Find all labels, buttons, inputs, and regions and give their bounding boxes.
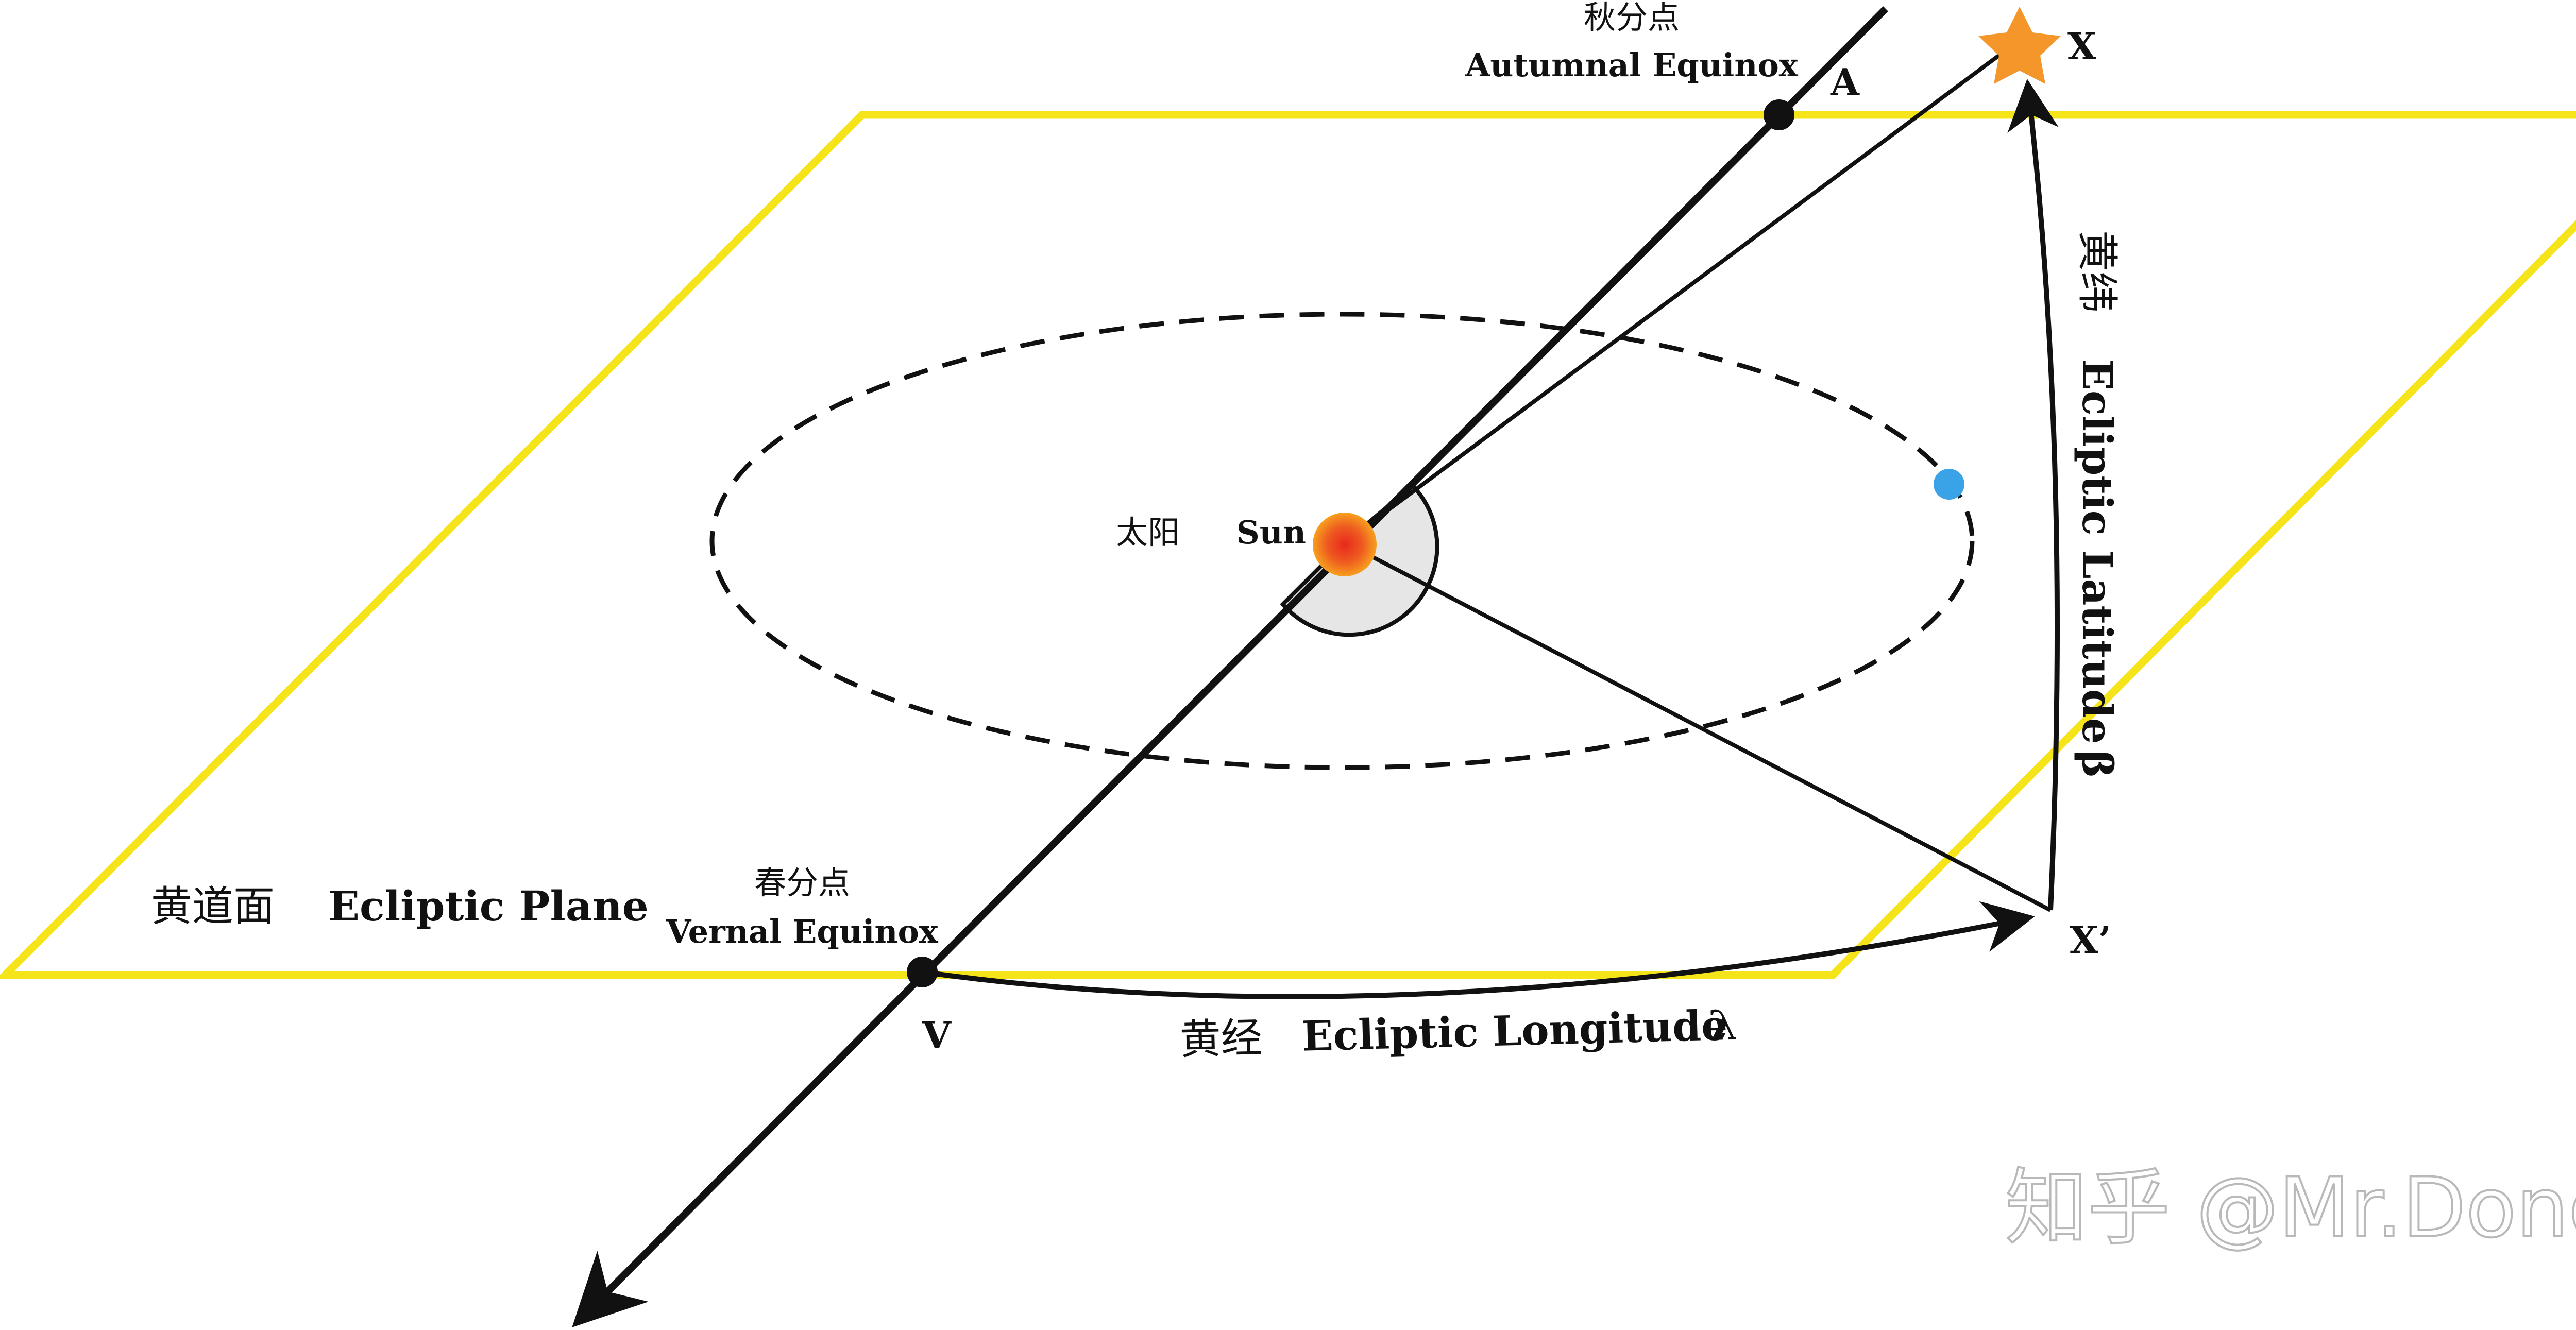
beta-symbol: β [2073,751,2122,778]
ecliptic-plane [0,111,2576,979]
vernal-equinox-point [907,957,938,987]
autumnal-equinox-point [1764,99,1794,130]
latitude-en-label: Ecliptic Latitude [2073,359,2122,744]
ecliptic-plane-cn-label: 黄道面 [151,882,275,930]
longitude-en-label: Ecliptic Longitude [1301,1001,1728,1061]
earth-orbit [709,312,1975,770]
point-x-label: X [2067,24,2096,68]
star-icon [1978,7,2061,84]
sun-cn-label: 太阳 [1116,514,1180,551]
point-v-label: V [922,1013,952,1057]
autumnal-equinox-cn-label: 秋分点 [1584,0,1680,36]
sun-icon [1313,513,1377,576]
latitude-cn-label: 黄纬 [2073,230,2121,313]
equinox-axis [572,6,1888,1327]
point-a-label: A [1830,60,1860,104]
autumnal-equinox-en-label: Autumnal Equinox [1465,46,1799,84]
sun-en-label: Sun [1236,514,1306,551]
sun-to-star-line [1343,41,2018,544]
vernal-equinox-cn-label: 春分点 [754,864,850,901]
latitude-arc [2007,79,2060,911]
sun-to-projection-line [1344,540,2052,912]
longitude-arc [922,901,2035,999]
watermark: 知乎 @Mr.Dong [2005,1160,2576,1256]
planet-icon [1934,469,1964,500]
ecliptic-plane-en-label: Ecliptic Plane [328,882,649,930]
point-x-prime-label: X’ [2070,918,2111,962]
lambda-symbol: λ [1708,1001,1738,1050]
vernal-equinox-en-label: Vernal Equinox [666,913,939,950]
longitude-cn-label: 黄经 [1179,1014,1263,1064]
